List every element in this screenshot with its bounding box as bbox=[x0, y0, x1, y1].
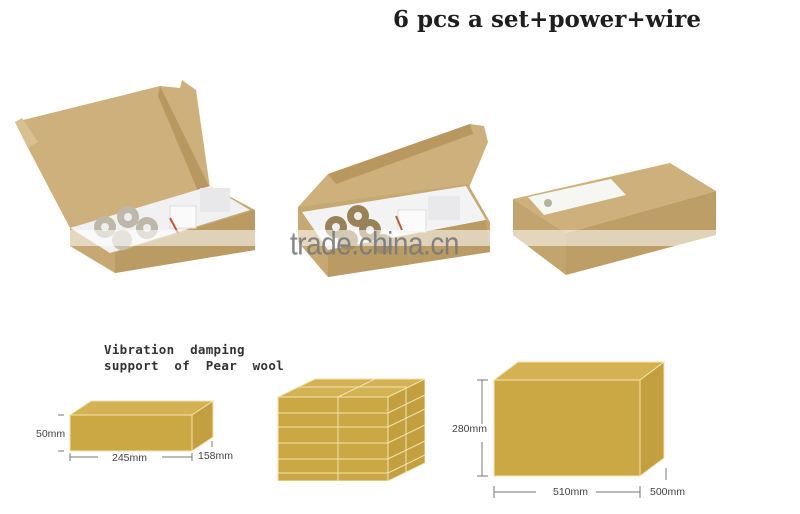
carton-length-label: 510mm bbox=[553, 486, 589, 498]
carton-depth-label: 500mm bbox=[650, 486, 686, 498]
single-box-height-label: 50mm bbox=[36, 428, 66, 440]
page-title: 6 pcs a set+power+wire bbox=[393, 6, 701, 33]
carton-height-label: 280mm bbox=[452, 423, 488, 435]
watermark-band bbox=[40, 230, 720, 246]
product-photo-open-box-front bbox=[15, 80, 255, 273]
product-photo-closed-box bbox=[513, 163, 716, 275]
single-box-length-label: 245mm bbox=[112, 452, 148, 464]
watermark: trade.china.cn bbox=[290, 225, 459, 262]
carton-diagram bbox=[477, 361, 667, 498]
single-box-depth-label: 158mm bbox=[198, 450, 234, 462]
stacked-boxes-diagram bbox=[277, 378, 425, 481]
single-box-diagram bbox=[58, 400, 215, 461]
pearl-wool-note: Vibration damping support of Pear wool bbox=[104, 342, 284, 373]
